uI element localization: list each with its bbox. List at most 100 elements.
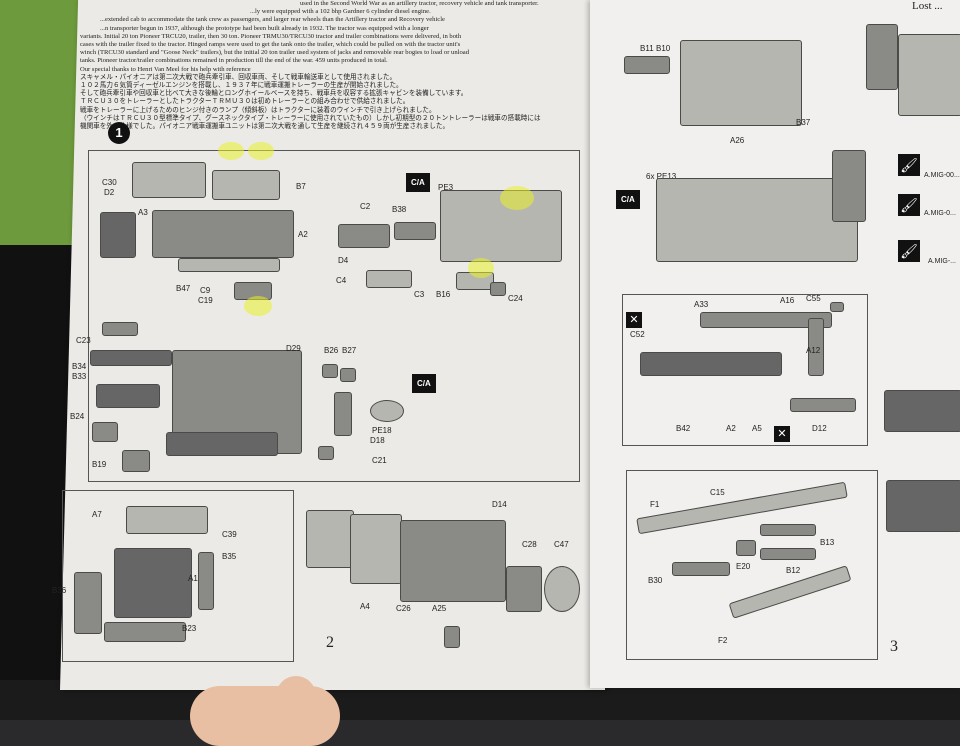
part-label: B47 xyxy=(176,284,191,293)
part-label: A25 xyxy=(432,604,447,613)
part-label: C2 xyxy=(360,202,371,211)
b12-crossmember-part xyxy=(760,548,816,560)
part-label: C15 xyxy=(710,488,725,497)
intro-jp-line: そして砲兵牽引車や回収車と比べて大きな後輪とロングホイールベースを持ち、戦車兵を… xyxy=(80,90,468,98)
engine-assembly-right-top xyxy=(680,40,802,126)
paint-code-label: A.MIG-0... xyxy=(924,210,956,217)
yellow-highlight xyxy=(500,186,534,210)
part-label: A2 xyxy=(298,230,308,239)
b13-crossmember-part xyxy=(760,524,816,536)
fan-shroud-part xyxy=(350,514,402,584)
part-label: 6x PE13 xyxy=(646,172,677,181)
rocker-cover-part xyxy=(212,170,280,200)
d12-tube-part xyxy=(790,398,856,412)
part-label: B23 xyxy=(182,624,197,633)
part-label: C52 xyxy=(630,330,645,339)
part-label: A26 xyxy=(730,136,745,145)
header-fragment: Lost ... xyxy=(912,0,943,12)
b26-hose-part xyxy=(322,364,338,378)
part-label: B10 xyxy=(656,44,671,53)
chassis-subassembly-frame xyxy=(622,294,868,446)
a12-leg-part xyxy=(808,318,824,376)
part-label: B19 xyxy=(92,460,107,469)
yellow-highlight xyxy=(248,142,274,160)
ca-badge: C/A xyxy=(616,190,640,209)
intro-line: variants. Initial 20 ton Pioneer TRCU20,… xyxy=(80,32,462,40)
c2-injection-pump-part xyxy=(338,224,390,248)
part-label: D12 xyxy=(812,424,827,433)
b33-intake-manifold-part xyxy=(96,384,160,408)
filter-canister-part xyxy=(832,150,866,222)
part-label: C23 xyxy=(76,336,91,345)
intro-jp-line: スキャメル・パイオニアは第二次大戦で砲兵牽引車、回収車両、そして戦車輸送車として… xyxy=(80,73,397,81)
intro-jp-line: １０２馬力６気筒ディーゼルエンジンを搭載し、１９３７年に戦車運搬トレーラーの生産… xyxy=(80,82,403,90)
part-label: A3 xyxy=(138,208,148,217)
b38-fuel-filter-part xyxy=(394,222,436,240)
yellow-highlight xyxy=(244,296,272,316)
part-label: C26 xyxy=(396,604,411,613)
radiator-core-part xyxy=(114,548,192,618)
b36-side-panel-part xyxy=(74,572,102,634)
c23-exhaust-pipe-part xyxy=(102,322,138,336)
part-label: C30 xyxy=(102,178,117,187)
c47-flywheel-part xyxy=(544,566,580,612)
a1-side-panel-part xyxy=(198,552,214,610)
yellow-highlight xyxy=(218,142,244,160)
intro-jp-line: 機関車を外す仕様でした。パイオニア戦車運搬車ユニットは第二次大戦を通して生産を継… xyxy=(80,123,450,131)
cut-marker-icon: ✕ xyxy=(774,426,790,442)
paint-code-label: A.MIG-00... xyxy=(924,172,960,179)
b19-pulley-part xyxy=(122,450,150,472)
part-label: B16 xyxy=(436,290,451,299)
part-label: C3 xyxy=(414,290,425,299)
part-label: D4 xyxy=(338,256,349,265)
b27-hose-part xyxy=(340,368,356,382)
intro-line: Our special thanks to Henri Van Meel for… xyxy=(80,65,251,73)
intro-line: ...ly were equipped with a 102 bhp Gardn… xyxy=(250,8,431,16)
c24-small-part xyxy=(490,282,506,296)
part-label: PE18 xyxy=(372,426,392,435)
pe18-fan-part xyxy=(370,400,404,422)
paint-code-label: A.MIG-... xyxy=(928,258,956,265)
c4-starter-part xyxy=(366,270,412,288)
a16-frame-arch-part xyxy=(700,312,832,328)
cylinder-head-part xyxy=(132,162,206,198)
part-label: C47 xyxy=(554,540,569,549)
hand-holding-booklet xyxy=(190,686,340,746)
d2-side-cover-part xyxy=(100,212,136,258)
part-label: B30 xyxy=(648,576,663,585)
b24-mount-part xyxy=(92,422,118,442)
part-label: B36 xyxy=(52,586,67,595)
part-label: C9 xyxy=(200,286,211,295)
part-label: C4 xyxy=(336,276,347,285)
intro-text-block: used in the Second World War as an artil… xyxy=(80,0,590,150)
suspension-assembly xyxy=(640,352,782,376)
page-number: 3 xyxy=(890,638,898,655)
paint-brush-icon: 🖌 xyxy=(898,194,920,216)
a7-radiator-top-part xyxy=(126,506,208,534)
intro-jp-line: ＴＲＣＵ３０をトレーラーとしたトラクターＴＲＭＵ３０は初めトレーラーとの組み合わ… xyxy=(80,98,410,106)
ca-badge: C/A xyxy=(406,173,430,192)
part-label: B7 xyxy=(296,182,306,191)
b34-exhaust-manifold-part xyxy=(90,350,172,366)
frame-rail-subassembly-frame xyxy=(626,470,878,660)
intro-line: cases with the trailer fixed to the trac… xyxy=(80,41,461,49)
b30-plate-part xyxy=(672,562,730,576)
part-label: C19 xyxy=(198,296,213,305)
part-label: D2 xyxy=(104,188,115,197)
b11-b10-small-parts xyxy=(624,56,670,74)
part-label: A4 xyxy=(360,602,370,611)
part-label: A2 xyxy=(726,424,736,433)
part-label: A12 xyxy=(806,346,821,355)
cut-marker-icon: ✕ xyxy=(626,312,642,328)
engine-base-plate xyxy=(166,432,278,456)
part-label: B26 xyxy=(324,346,339,355)
part-label: C39 xyxy=(222,530,237,539)
intro-line: winch (TRCU30 standard and "Goose Neck" … xyxy=(80,49,469,57)
part-label: B42 xyxy=(676,424,691,433)
engine-final-assembly xyxy=(400,520,506,602)
c21-cap-part xyxy=(318,446,334,460)
intro-jp-line: 戦車をトレーラーに上げるためのヒンジ付きのランプ（傾斜板）はトラクターに装着のウ… xyxy=(80,106,436,114)
part-label: B27 xyxy=(342,346,357,355)
part-label: D29 xyxy=(286,344,301,353)
intro-line: tanks. Pioneer tractor/trailer combinati… xyxy=(80,57,388,65)
